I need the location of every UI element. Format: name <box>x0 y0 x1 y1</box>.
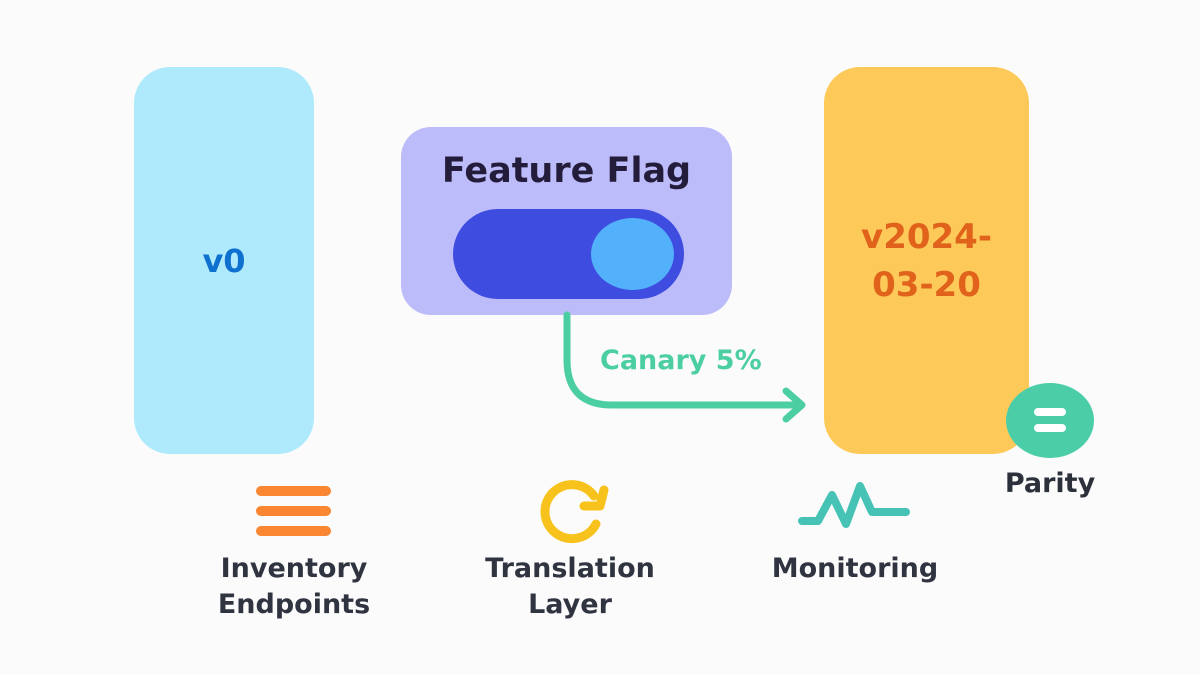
legend-label-line1: Inventory <box>220 553 368 584</box>
feature-flag-toggle[interactable] <box>453 209 684 299</box>
legend-label-line1: Translation <box>485 553 655 584</box>
list-icon <box>256 486 331 536</box>
legend-label-line2: Layer <box>528 589 612 620</box>
legend-label-line2: Endpoints <box>217 589 371 620</box>
toggle-knob <box>591 218 674 290</box>
feature-flag-card: Feature Flag <box>401 127 732 315</box>
legacy-version-box: v0 <box>134 67 314 454</box>
new-version-label-line2: 03-20 <box>872 264 981 305</box>
feature-flag-title: Feature Flag <box>441 151 692 191</box>
new-version-box: v2024- 03-20 <box>824 67 1029 454</box>
legend-item-translation-layer: Translation Layer <box>460 551 680 623</box>
legend-item-inventory-endpoints: Inventory Endpoints <box>194 551 394 623</box>
canary-label: Canary 5% <box>600 345 762 376</box>
new-version-label: v2024- 03-20 <box>837 213 1017 309</box>
legend-label-line1: Monitoring <box>771 553 939 584</box>
equals-icon <box>1006 383 1094 458</box>
legend-item-monitoring: Monitoring <box>745 551 965 587</box>
equals-bar-top <box>1034 408 1066 416</box>
canary-arrow-line <box>563 311 804 409</box>
equals-bar-bottom <box>1034 424 1066 432</box>
pulse-icon <box>798 482 910 528</box>
new-version-label-line1: v2024- <box>861 216 992 257</box>
legacy-version-label: v0 <box>202 241 246 280</box>
refresh-icon <box>540 480 609 544</box>
parity-label: Parity <box>1004 468 1096 499</box>
canary-arrow-head <box>782 387 806 423</box>
